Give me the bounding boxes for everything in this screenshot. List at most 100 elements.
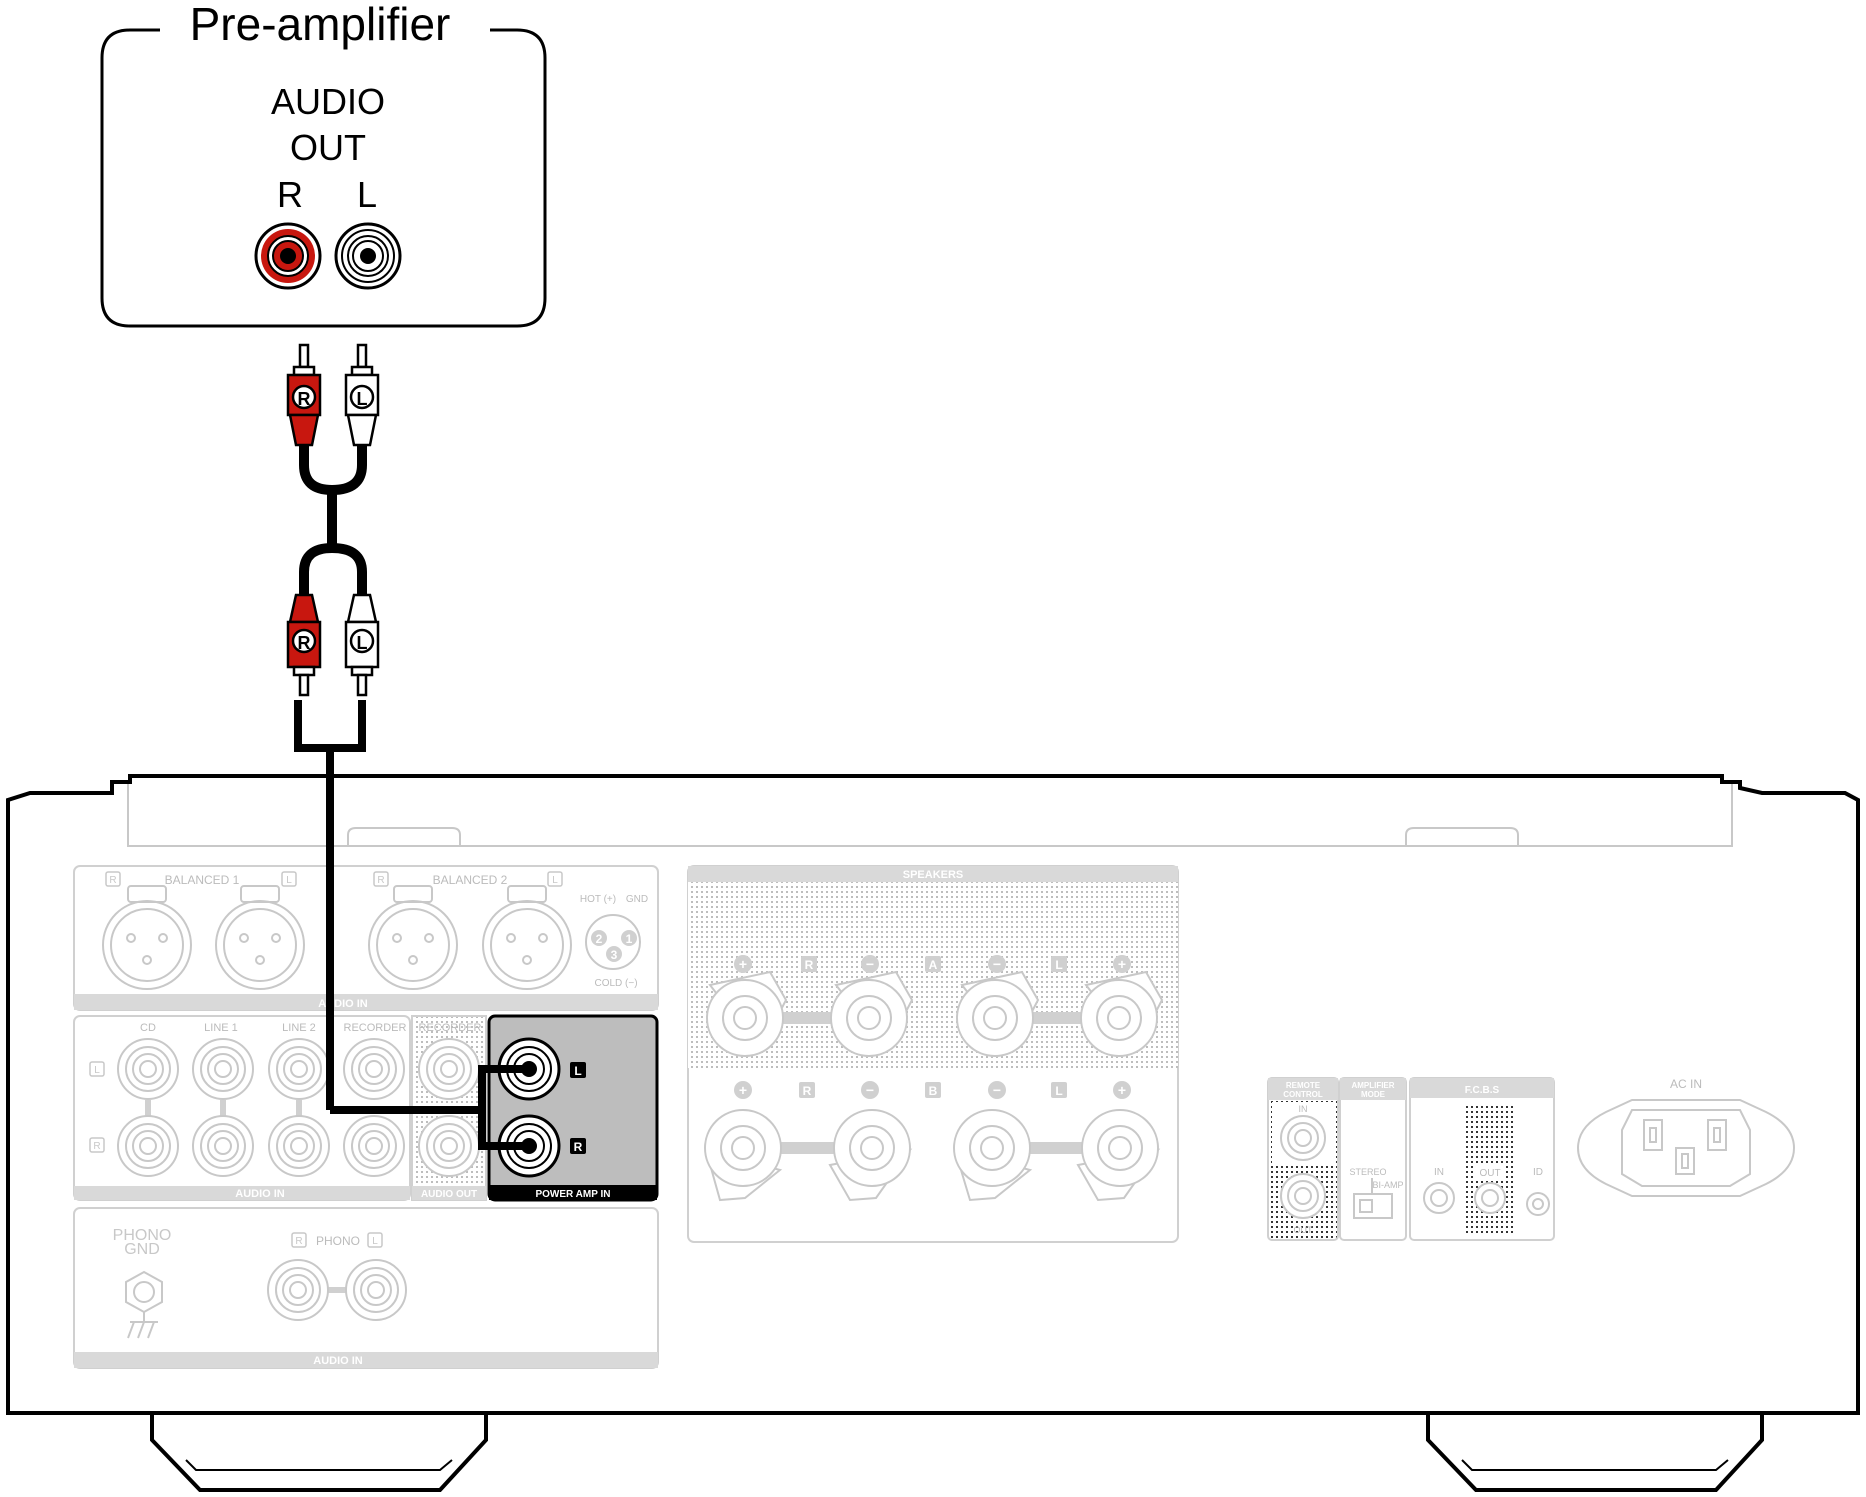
- xlr-jack-balanced2-r[interactable]: [368, 885, 458, 990]
- unbal-l-tag: L: [89, 1061, 105, 1077]
- power-amp-in-r-tag: R: [570, 1138, 586, 1154]
- svg-text:B: B: [929, 1084, 938, 1098]
- power-amp-in-r-jack[interactable]: [497, 1114, 561, 1178]
- ac-in-section: AC IN: [1576, 1077, 1796, 1197]
- balanced-audio-in-label: AUDIO IN: [318, 998, 368, 1010]
- speaker-b-l-plus[interactable]: [1076, 1109, 1161, 1202]
- phono-gnd-label-2: GND: [124, 1241, 160, 1258]
- speaker-b-l-minus[interactable]: [953, 1109, 1033, 1202]
- cd-label: CD: [140, 1022, 156, 1034]
- rca-line2-r[interactable]: [268, 1115, 330, 1177]
- xlr-jack-balanced2-l[interactable]: [482, 885, 572, 990]
- phono-gnd-label-1: PHONO: [113, 1227, 172, 1244]
- balanced2-r-tag: R: [373, 871, 389, 887]
- phono-r-jack[interactable]: [267, 1259, 329, 1321]
- recorder-in-label: RECORDER: [344, 1022, 407, 1034]
- audio-out-label-line1: AUDIO: [271, 81, 385, 122]
- svg-text:−: −: [993, 956, 1001, 972]
- speakers-label: SPEAKERS: [903, 869, 964, 881]
- preamp-l-jack[interactable]: [334, 222, 402, 290]
- speaker-a-l-minus[interactable]: [956, 970, 1040, 1057]
- rca-recorder-in-l[interactable]: [343, 1038, 405, 1100]
- preamplifier-title: Pre-amplifier: [190, 0, 451, 50]
- svg-text:L: L: [552, 875, 558, 886]
- svg-text:3: 3: [611, 948, 618, 962]
- amp-mode-label-1: AMPLIFIER: [1351, 1081, 1394, 1090]
- svg-text:L: L: [1055, 1084, 1062, 1098]
- svg-text:R: R: [93, 1141, 100, 1152]
- speaker-a-r-plus[interactable]: [706, 970, 788, 1057]
- ac-in-socket[interactable]: [1576, 1099, 1796, 1197]
- bottom-plug-r: R: [286, 593, 322, 697]
- ac-in-label: AC IN: [1670, 1077, 1702, 1091]
- speaker-b-r-minus[interactable]: [828, 1109, 913, 1202]
- speaker-b-r-plus[interactable]: [704, 1109, 783, 1202]
- audio-out-label: AUDIO OUT: [421, 1189, 477, 1200]
- svg-text:2: 2: [596, 932, 603, 946]
- remote-out-jack[interactable]: [1280, 1173, 1326, 1219]
- unbal-r-tag: R: [89, 1137, 105, 1153]
- rca-line1-r[interactable]: [192, 1115, 254, 1177]
- phono-section: AUDIO IN PHONO GND R PHONO L: [73, 1207, 659, 1369]
- amp-mode-switch[interactable]: [1353, 1178, 1393, 1219]
- svg-text:1: 1: [626, 932, 633, 946]
- stereo-label: STEREO: [1349, 1167, 1386, 1177]
- svg-text:+: +: [739, 956, 747, 972]
- speaker-a-l-plus[interactable]: [1080, 970, 1164, 1057]
- phono-l-jack[interactable]: [345, 1259, 407, 1321]
- svg-text:+: +: [739, 1082, 747, 1098]
- svg-text:R: R: [295, 1236, 302, 1247]
- speaker-a-r-minus[interactable]: [830, 970, 914, 1057]
- balanced1-label: BALANCED 1: [165, 873, 240, 887]
- fcbs-out-label: OUT: [1479, 1168, 1500, 1179]
- xlr-jack-balanced1-l[interactable]: [215, 885, 305, 990]
- remote-in-label: IN: [1299, 1104, 1308, 1114]
- xlr-jack-balanced1-r[interactable]: [102, 885, 192, 990]
- recorder-out-label: RECORDER: [419, 1022, 482, 1034]
- fcbs-id-knob[interactable]: [1526, 1192, 1550, 1216]
- fcbs-in-jack[interactable]: [1423, 1182, 1455, 1214]
- power-amp-in-l-jack[interactable]: [497, 1037, 561, 1101]
- remote-in-jack[interactable]: [1280, 1115, 1326, 1161]
- top-plug-r: R: [286, 343, 322, 447]
- bottom-plug-l: L: [344, 593, 380, 697]
- phono-l-tag: L: [367, 1232, 383, 1248]
- phono-gnd-terminal[interactable]: [125, 1270, 163, 1339]
- bottom-plug-r-label: R: [298, 633, 311, 653]
- fcbs-out-jack[interactable]: [1474, 1182, 1506, 1214]
- fcbs-in-label: IN: [1434, 1167, 1444, 1178]
- svg-text:L: L: [286, 875, 292, 886]
- rca-recorder-out-l[interactable]: [418, 1038, 480, 1100]
- top-plug-l: L: [344, 343, 380, 447]
- rca-recorder-out-r[interactable]: [418, 1115, 480, 1177]
- svg-text:A: A: [929, 958, 938, 972]
- rca-cd-r[interactable]: [117, 1115, 179, 1177]
- amplifier-mode-section: AMPLIFIER MODE STEREO BI-AMP: [1339, 1077, 1407, 1241]
- svg-text:R: R: [574, 1140, 583, 1154]
- xlr-pin-diagram: HOT (+) GND 2 1 3 COLD (−): [580, 894, 648, 989]
- rca-cd-l[interactable]: [117, 1038, 179, 1100]
- power-amp-in-label: POWER AMP IN: [535, 1189, 610, 1200]
- svg-text:+: +: [1118, 1082, 1126, 1098]
- rca-line1-l[interactable]: [192, 1038, 254, 1100]
- bi-amp-label: BI-AMP: [1372, 1180, 1403, 1190]
- rca-recorder-in-r[interactable]: [343, 1115, 405, 1177]
- svg-text:HOT (+): HOT (+): [580, 894, 616, 905]
- preamp-r-jack[interactable]: [254, 222, 322, 290]
- balanced2-l-tag: L: [547, 871, 563, 887]
- top-plug-r-label: R: [298, 389, 311, 409]
- fcbs-id-label: ID: [1533, 1167, 1543, 1178]
- fcbs-label: F.C.B.S: [1465, 1085, 1500, 1096]
- svg-text:L: L: [372, 1236, 378, 1247]
- preamplifier-box: Pre-amplifier AUDIO OUT R L: [100, 0, 547, 328]
- cable-route: [294, 700, 524, 1150]
- line1-label: LINE 1: [204, 1022, 238, 1034]
- svg-text:GND: GND: [626, 894, 648, 905]
- svg-text:R: R: [377, 875, 384, 886]
- power-amp-in-panel: POWER AMP IN L R: [487, 1014, 659, 1202]
- line2-label: LINE 2: [282, 1022, 316, 1034]
- svg-text:+: +: [1118, 956, 1126, 972]
- remote-control-label-2: CONTROL: [1283, 1090, 1323, 1099]
- phono-r-tag: R: [291, 1232, 307, 1248]
- svg-text:L: L: [94, 1065, 100, 1076]
